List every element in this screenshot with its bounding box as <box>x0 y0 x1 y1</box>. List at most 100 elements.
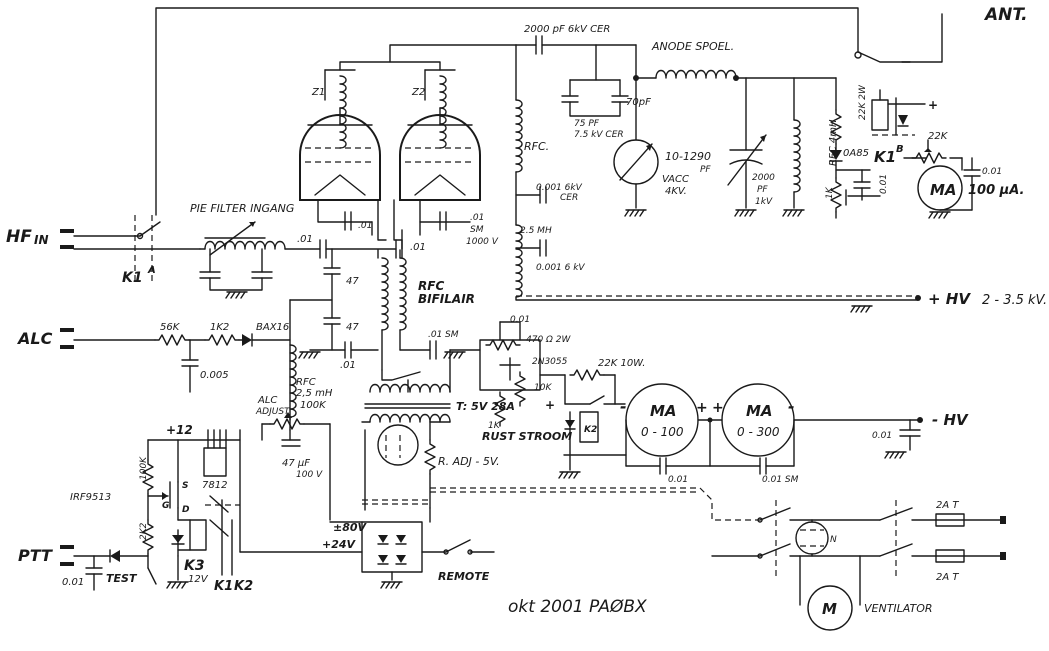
c-47b-label: 47 <box>346 322 359 333</box>
c-2000pf-label: 2000 pF 6kV CER <box>524 24 610 35</box>
date-callsign: okt 2001 PAØBX <box>508 597 647 617</box>
r-22k2w-label: 22K 2W <box>858 84 868 120</box>
meter1-plus: + <box>696 400 708 416</box>
c-0005-label: 0.005 <box>200 370 229 381</box>
c-0001-6kv-b-label: 0.001 6 kV <box>536 263 585 273</box>
rfc-4mh-label: RFC 4mH <box>828 119 839 166</box>
d-0a85-label: 0A85 <box>843 148 869 159</box>
rfc-main: RFC. 0.001 6kV CER 2.5 MH 0.001 6 kV + H… <box>515 44 1047 313</box>
fuse-a-label: 2A T <box>936 500 959 511</box>
ma-0300-b-label: 0 - 300 <box>737 425 780 439</box>
irf-d: D <box>182 505 190 515</box>
tank-circuit: 70pF 75 PF 7.5 kV CER ANODE SPOEL. 10-12… <box>561 40 839 217</box>
bridge-rectifier: ±80V +24V REMOTE <box>239 507 495 589</box>
reg-7812-label: 7812 <box>202 480 227 491</box>
ma-0100-a-label: MA <box>650 402 677 420</box>
c-01-a-label: .01 <box>297 234 313 245</box>
c-75pf-a-label: 75 PF <box>574 119 600 129</box>
irf-s: S <box>182 481 188 491</box>
meter2-plus: + <box>712 400 724 416</box>
k1a-sup: A <box>147 265 156 276</box>
r-1k-label: 1K <box>825 186 835 199</box>
ma-0100-b-label: 0 - 100 <box>641 425 684 439</box>
ma-100-label: 100 μA. <box>968 183 1024 198</box>
ma-meter-label: MA <box>930 181 957 199</box>
alc-adjust-2: ADJUST <box>255 407 291 417</box>
ptt-label: PTT <box>18 546 53 565</box>
bifilair-label: BIFILAIR <box>418 292 475 306</box>
sm-bif-label: SM <box>445 330 459 340</box>
r-1k2-label: 1K2 <box>210 322 229 333</box>
r-56k-label: 56K <box>160 322 181 333</box>
z1-label: Z1 <box>311 87 325 98</box>
r-22k-label: 22K <box>928 131 949 142</box>
hf-input: HF IN K1 A <box>6 215 201 286</box>
fan-mains: N 2A T 2A T M VENTILATOR <box>711 500 1006 631</box>
alc-input: ALC 56K 1K2 BAX16 0.005 <box>16 299 333 421</box>
ventilator-label: VENTILATOR <box>864 602 933 615</box>
z2-label: Z2 <box>411 87 425 98</box>
r-2k2-label: 2K2 <box>139 522 149 540</box>
c-01-z1-label: .01 <box>358 221 372 231</box>
sm-label: SM <box>470 225 484 235</box>
k2-plus: + <box>545 398 555 412</box>
c-01-b-label: .01 <box>410 242 426 253</box>
cathode-area: .01 .01 SM 1000 V <box>317 199 499 247</box>
c-001-top-label: 0.01 <box>510 315 530 325</box>
k2-label: K2 <box>234 579 253 594</box>
c-001-m2-label: 0.01 SM <box>762 475 799 485</box>
fuse-b-label: 2A T <box>936 572 959 583</box>
hv-plus-label: + HV <box>928 290 971 308</box>
r-10k-label: 10K <box>534 383 552 393</box>
plus-24v-label: +24V <box>322 538 357 551</box>
c-001-a-label: 0.01 <box>879 174 889 194</box>
cer-label: CER <box>560 193 578 203</box>
k3-v-label: 12V <box>188 574 209 585</box>
r-adj-label: R. ADJ - 5V. <box>438 455 500 468</box>
alc-adjust: RFC 2,5 mH 100K ALC ADJUST 47 μF 100 V <box>255 344 333 521</box>
hv-minus-label: - HV <box>932 411 969 429</box>
vacc-label: VACC <box>662 174 689 185</box>
rfc-main-label: RFC. <box>524 140 549 153</box>
irf-label: IRF9513 <box>70 492 111 503</box>
antenna-relay-line: ANT. <box>155 5 1028 216</box>
hv-range-label: 2 - 3.5 kV. <box>982 293 1047 308</box>
irf-g: G <box>162 501 169 511</box>
c-0001-6kv-label: 0.001 6kV <box>536 183 583 193</box>
ma-0300-a-label: MA <box>746 402 773 420</box>
c-2000-pf-label: PF <box>757 185 768 195</box>
c-001-ptt-label: 0.01 <box>62 577 84 588</box>
current-meters: MA 0 - 100 - + + MA 0 - 300 - - HV 0.01 … <box>563 383 969 485</box>
rf-detector: 22K 2W 0A85 1K 0.01 + K1 B 22K MA <box>825 77 1024 219</box>
hf-in-sub: IN <box>34 233 49 247</box>
rfc-25mh-label: RFC <box>296 377 316 388</box>
c-47uf-v-label: 100 V <box>296 470 323 480</box>
vac-unit-label: PF <box>700 165 711 175</box>
k2-box-label: K2 <box>584 425 597 435</box>
pie-filter-label: PIE FILTER INGANG <box>190 202 294 215</box>
pie-filter: PIE FILTER INGANG <box>190 202 321 299</box>
r-100k-label: 100K <box>300 400 327 411</box>
plus12-label: +12 <box>166 423 193 437</box>
test-label: TEST <box>106 572 138 585</box>
antenna-label: ANT. <box>983 5 1028 25</box>
transformer-label: T: 5V 28A <box>456 400 515 413</box>
k1b-label: K1 <box>874 148 896 166</box>
plus-80v-label: ±80V <box>333 521 368 534</box>
vac-range-label: 10-1290 <box>665 150 711 163</box>
c-001-b-label: 0.01 <box>982 167 1002 177</box>
r-1k-b-label: 1K <box>488 421 501 431</box>
plus-small: + <box>928 98 938 112</box>
rust-stroom-label: RUST STROOM <box>482 430 572 443</box>
plate-bus: 2000 pF 6kV CER <box>339 24 637 71</box>
k1-label: K1 <box>214 579 233 594</box>
meter1-minus: - <box>620 397 627 416</box>
c-70pf-label: 70pF <box>626 97 651 108</box>
c-001-m1-label: 0.01 <box>668 475 688 485</box>
c-01-z2-label: .01 <box>470 213 484 223</box>
alc-label: ALC <box>16 329 53 348</box>
ptt-control: PTT 0.01 TEST 100K 2K2 +12 S D G IRF9513 <box>18 423 253 594</box>
r-22k10w-label: 22K 10W. <box>598 358 645 369</box>
q-2n3055-label: 2N3055 <box>532 357 568 367</box>
